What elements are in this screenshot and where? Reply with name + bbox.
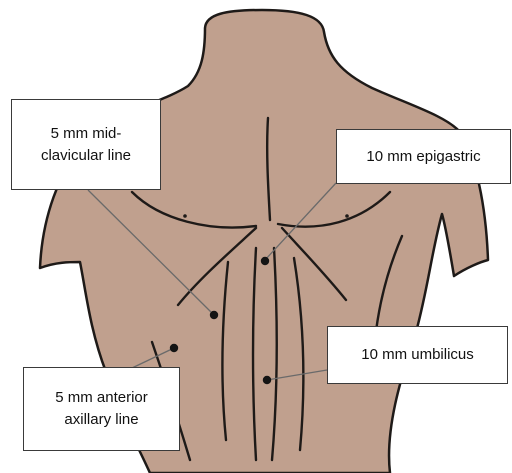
right-nipple <box>183 214 187 218</box>
port-midclavicular <box>210 311 218 319</box>
label-midclavicular: 5 mm mid- clavicular line <box>11 99 161 190</box>
label-midclavicular-line1: 5 mm mid- <box>41 123 131 145</box>
port-umbilicus <box>263 376 271 384</box>
label-anterior-axillary: 5 mm anterior axillary line <box>23 367 180 451</box>
label-anterior-axillary-line2: axillary line <box>55 409 148 431</box>
label-anterior-axillary-line1: 5 mm anterior <box>55 387 148 409</box>
label-epigastric-text: 10 mm epigastric <box>366 146 480 168</box>
label-midclavicular-line2: clavicular line <box>41 145 131 167</box>
label-umbilicus-text: 10 mm umbilicus <box>361 344 474 366</box>
label-epigastric: 10 mm epigastric <box>336 129 511 184</box>
port-epigastric <box>261 257 269 265</box>
left-nipple <box>345 214 349 218</box>
label-umbilicus: 10 mm umbilicus <box>327 326 508 384</box>
port-anterior-axillary <box>170 344 178 352</box>
